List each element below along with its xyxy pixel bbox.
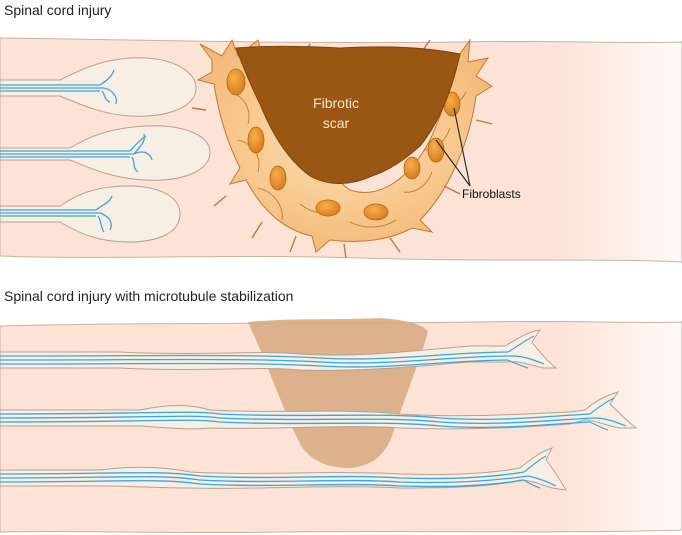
fibroblast-nucleus: [363, 203, 389, 221]
retraction-bulb-1: [0, 57, 197, 117]
scar-label-line1: Fibrotic: [313, 95, 359, 111]
retraction-bulb-2: [0, 125, 211, 181]
scar-label-line2: scar: [323, 115, 350, 131]
regenerating-axon-1: [0, 329, 558, 371]
fibroblast-nucleus: [427, 137, 445, 163]
fibroblasts-callout-lines: [435, 107, 471, 187]
fibroblast-nucleus: [403, 156, 421, 180]
panel-title-bottom: Spinal cord injury with microtubule stab…: [4, 288, 294, 304]
fibroblast-nucleus: [226, 68, 246, 96]
fibroblasts-label: Fibroblasts: [462, 187, 521, 201]
fibroblast-nucleus: [269, 165, 287, 191]
fibroblast-nucleus: [315, 199, 341, 217]
regenerating-axon-2: [0, 391, 638, 431]
fibroblast-nucleus: [247, 126, 265, 154]
regenerating-axon-3: [0, 447, 567, 491]
fibrotic-scar: [235, 46, 461, 184]
panel-title-top: Spinal cord injury: [4, 2, 112, 18]
retraction-bulb-3: [0, 185, 181, 243]
